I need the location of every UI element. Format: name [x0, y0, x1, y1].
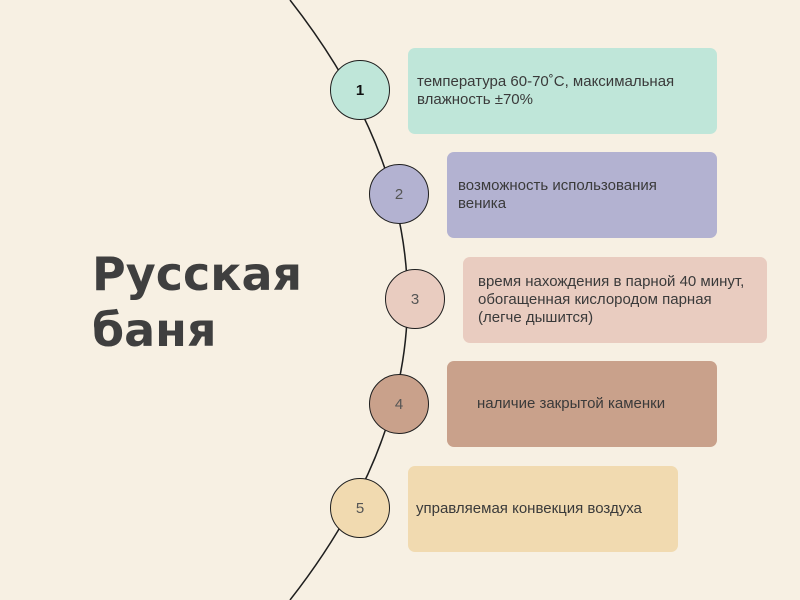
item-card-3: время нахождения в парной 40 минут, обог… [463, 257, 767, 343]
item-number-2: 2 [394, 185, 404, 203]
page-title: Русская баня [92, 246, 352, 358]
item-card-2: возможность использования веника [447, 152, 717, 238]
item-text-3: время нахождения в парной 40 минут, обог… [478, 273, 745, 326]
item-node-3: 3 [385, 269, 445, 329]
item-card-4: наличие закрытой каменки [447, 361, 717, 447]
title-line-2: баня [92, 303, 217, 357]
item-node-2: 2 [369, 164, 429, 224]
item-number-3: 3 [410, 290, 420, 308]
title-line-1: Русская [92, 247, 303, 301]
item-node-5: 5 [330, 478, 390, 538]
item-text-4: наличие закрытой каменки [477, 395, 666, 412]
item-number-4: 4 [394, 395, 404, 413]
item-node-1: 1 [330, 60, 390, 120]
item-text-2: возможность использования веника [458, 177, 657, 212]
item-node-4: 4 [369, 374, 429, 434]
item-text-5: управляемая конвекция воздуха [416, 500, 642, 517]
item-number-1: 1 [355, 81, 365, 99]
item-text-1: температура 60-70˚C, максимальная влажно… [417, 73, 675, 108]
item-card-5: управляемая конвекция воздуха [408, 466, 678, 552]
item-card-1: температура 60-70˚C, максимальная влажно… [408, 48, 717, 134]
item-number-5: 5 [355, 499, 365, 517]
